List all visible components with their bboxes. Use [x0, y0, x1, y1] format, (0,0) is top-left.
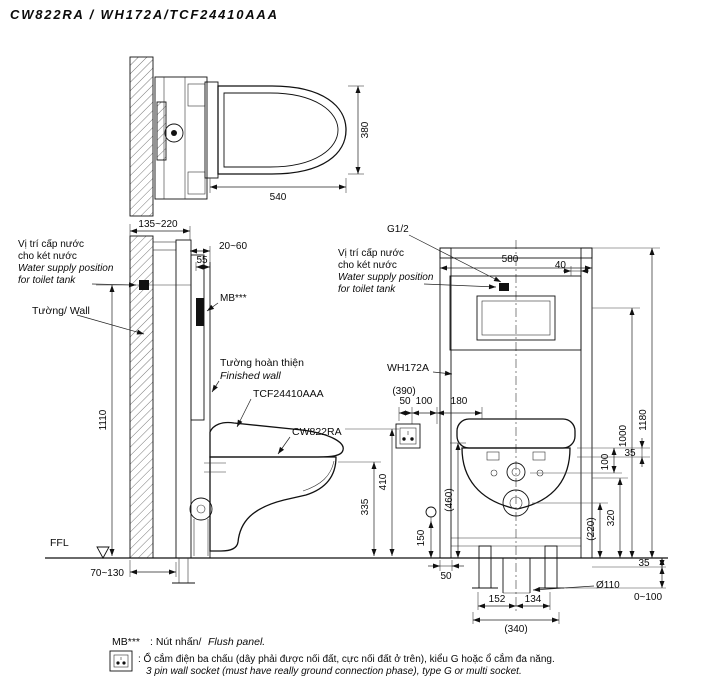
dim-0-100-label: 0~100 [634, 592, 663, 603]
bowl-model-label: CW822RA [292, 426, 342, 438]
wall-socket-icon [395, 423, 421, 449]
dim-150-label: 150 [416, 529, 427, 546]
cistern-front [449, 275, 582, 351]
front-view-geometry [398, 234, 666, 624]
dim-180-label: 180 [451, 396, 468, 407]
finished-wall-label-en: Finished wall [220, 370, 281, 382]
bowl-side-outline [209, 456, 337, 552]
dim-35-floor-label: 35 [638, 558, 650, 569]
front-view: G1/2 Vị trí cấp nước cho két nước Water … [338, 224, 666, 635]
dim-380-label: 380 [360, 121, 371, 138]
dim-50-socket-label: 50 [399, 396, 411, 407]
dim-152-label: 152 [489, 594, 506, 605]
dim-100-socket-label: 100 [416, 396, 433, 407]
front-supply-vi-2: cho két nước [338, 260, 397, 271]
trap-elbow [189, 497, 213, 521]
page-title: CW822RA / WH172A/TCF24410AAA [10, 7, 279, 22]
notes: MB*** : Nút nhấn/ Flush panel. : Ổ cắm đ… [109, 636, 555, 676]
note-socket-en: 3 pin wall socket (must have really grou… [146, 666, 522, 676]
dim-70-130-label: 70~130 [90, 568, 124, 579]
finished-wall-label-vi: Tường hoàn thiện [220, 357, 304, 369]
wall-section-hatch [129, 56, 154, 217]
dim-1000-label: 1000 [618, 424, 629, 447]
frame-rail-side [175, 239, 192, 559]
front-supply-en-1: Water supply position [338, 272, 434, 283]
seat-model-label: TCF24410AAA [253, 388, 324, 400]
ffl-level-marker [96, 546, 110, 559]
flush-panel-ref-label: MB*** [220, 293, 247, 304]
supply-label-en-1: Water supply position [18, 263, 114, 274]
water-inlet [499, 283, 509, 291]
dim-35-seat-label: 35 [624, 448, 636, 459]
wall-label: Tường/ Wall [32, 305, 90, 317]
flush-panel-side [196, 298, 204, 326]
drain-center [502, 489, 530, 517]
supply-thread-label: G1/2 [387, 224, 409, 235]
side-view-geometry [76, 224, 399, 584]
dim-540-label: 540 [270, 192, 287, 203]
dim-580-label: 580 [502, 254, 519, 265]
tank-side [190, 254, 205, 421]
dim-335-label: 335 [360, 498, 371, 515]
top-view-geometry [129, 56, 364, 217]
note-socket-vi: : Ổ cắm điện ba chấu (dây phải được nối … [138, 652, 555, 665]
wall-hatch [129, 235, 154, 559]
dim-55-label: 55 [196, 255, 208, 266]
supply-label-vi-1: Vị trí cấp nước [18, 238, 84, 250]
top-view: 380 540 [129, 56, 371, 217]
dim-390-label: (390) [392, 386, 415, 397]
dim-100-side-label: 100 [600, 453, 611, 470]
side-view: 135~220 Vị trí cấp nước cho két nước Wat… [18, 219, 399, 584]
stub-valve [425, 506, 437, 518]
access-panel [476, 295, 556, 341]
front-supply-en-2: for toilet tank [338, 284, 396, 295]
leg-left [478, 545, 492, 589]
dim-410-label: 410 [378, 473, 389, 490]
dim-220-label: (220) [586, 517, 597, 540]
dim-320-label: 320 [606, 509, 617, 526]
dim-1180-label: 1180 [638, 409, 649, 431]
note-flush-en: Flush panel. [208, 636, 265, 648]
frame-model-label: WH172A [387, 362, 429, 374]
dim-drain-label: Ø110 [596, 580, 620, 591]
dim-50-frame-label: 50 [440, 571, 452, 582]
front-supply-vi-1: Vị trí cấp nước [338, 247, 404, 259]
dim-40-label: 40 [555, 260, 567, 271]
leg-right [544, 545, 558, 589]
dim-134-label: 134 [525, 594, 542, 605]
frame-top-bar [439, 247, 593, 259]
dim-340-label: (340) [504, 624, 527, 635]
dim-135-220-label: 135~220 [138, 219, 178, 230]
note-flush-ref: MB*** [112, 636, 140, 648]
seat-lid-outline [217, 85, 347, 175]
frame-rail-right [580, 247, 593, 559]
supply-label-en-2: for toilet tank [18, 275, 76, 286]
ffl-label: FFL [50, 537, 69, 549]
dim-20-60-label: 20~60 [219, 241, 248, 252]
water-supply-fitting [139, 280, 149, 290]
dim-1110-label: 1110 [98, 409, 109, 430]
supply-label-vi-2: cho két nước [18, 251, 77, 262]
dim-460-label: (460) [444, 488, 455, 511]
note-flush-vi: : Nút nhấn/ [150, 636, 201, 648]
note-socket-icon [109, 650, 133, 672]
